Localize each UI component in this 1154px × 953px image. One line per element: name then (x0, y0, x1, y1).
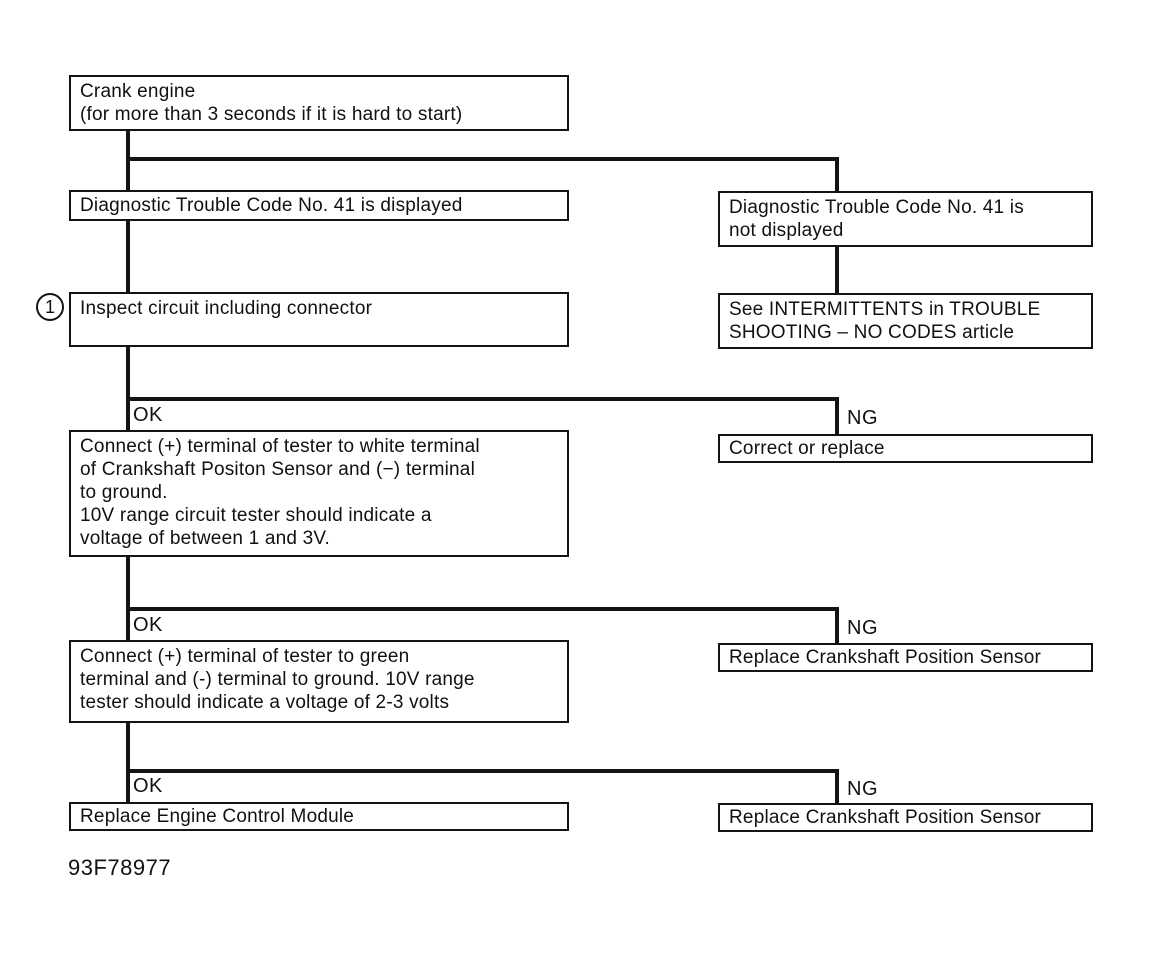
ng-label-3: NG (847, 778, 878, 800)
ok-label-3: OK (133, 775, 163, 797)
connector-to-correct-or-replace (835, 397, 839, 434)
node-inspect-circuit: Inspect circuit including connector (69, 292, 569, 347)
node-correct-or-replace: Correct or replace (718, 434, 1093, 463)
node-crank-engine: Crank engine (for more than 3 seconds if… (69, 75, 569, 131)
ok-label-1: OK (133, 404, 163, 426)
branch-line-white-test (126, 607, 839, 611)
figure-code: 93F78977 (68, 855, 172, 880)
connector-white-test-to-green-test (126, 557, 130, 640)
connector-to-see-intermittents (835, 247, 839, 293)
node-replace-sensor-mid: Replace Crankshaft Position Sensor (718, 643, 1093, 672)
connector-dtc-to-inspect (126, 221, 130, 292)
node-see-intermittents: See INTERMITTENTS in TROUBLE SHOOTING – … (718, 293, 1093, 349)
connector-green-test-to-ecm (126, 722, 130, 802)
node-replace-ecm: Replace Engine Control Module (69, 802, 569, 831)
branch-line-crank (126, 157, 839, 161)
connector-to-dtc-not-displayed (835, 157, 839, 191)
branch-line-green-test (126, 769, 839, 773)
node-dtc-displayed: Diagnostic Trouble Code No. 41 is displa… (69, 190, 569, 221)
connector-inspect-to-white-test (126, 347, 130, 430)
node-dtc-not-displayed: Diagnostic Trouble Code No. 41 is not di… (718, 191, 1093, 247)
ng-label-1: NG (847, 407, 878, 429)
branch-line-inspect (126, 397, 839, 401)
node-replace-sensor-bottom: Replace Crankshaft Position Sensor (718, 803, 1093, 832)
ok-label-2: OK (133, 614, 163, 636)
step-1-badge: 1 (36, 293, 64, 321)
connector-to-replace-sensor-bottom (835, 769, 839, 803)
ng-label-2: NG (847, 617, 878, 639)
connector-to-replace-sensor-mid (835, 607, 839, 643)
node-connect-green-terminal: Connect (+) terminal of tester to green … (69, 640, 569, 723)
node-connect-white-terminal: Connect (+) terminal of tester to white … (69, 430, 569, 557)
